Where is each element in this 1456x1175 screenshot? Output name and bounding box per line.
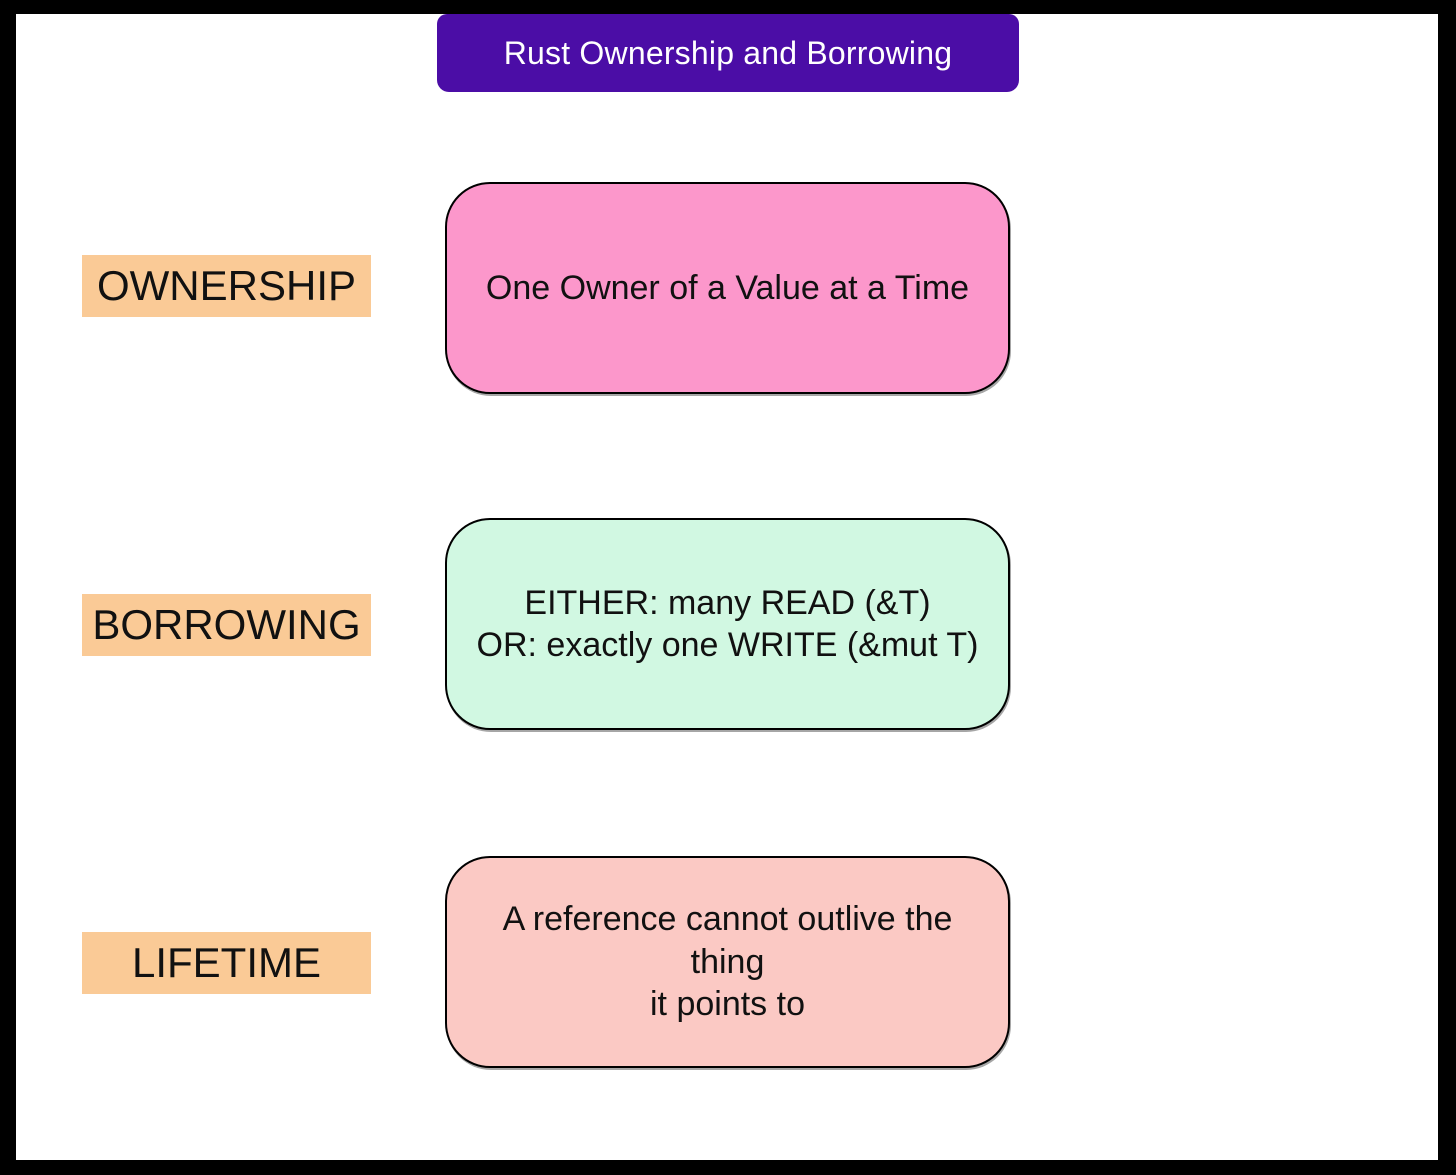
diagram-title-banner: Rust Ownership and Borrowing xyxy=(437,14,1019,92)
box-ownership: One Owner of a Value at a Time xyxy=(445,182,1010,394)
label-lifetime: LIFETIME xyxy=(82,932,371,994)
label-borrowing-text: BORROWING xyxy=(92,601,361,648)
label-ownership-text: OWNERSHIP xyxy=(96,262,356,309)
box-lifetime: A reference cannot outlive the thing it … xyxy=(445,856,1010,1068)
box-lifetime-text: A reference cannot outlive the thing it … xyxy=(502,900,953,1024)
label-lifetime-text: LIFETIME xyxy=(131,939,322,986)
label-borrowing: BORROWING xyxy=(82,594,371,656)
diagram-canvas: Rust Ownership and Borrowing OWNERSHIP O… xyxy=(16,14,1438,1160)
box-borrowing-text: EITHER: many READ (&T) OR: exactly one W… xyxy=(476,583,979,665)
diagram-title-text: Rust Ownership and Borrowing xyxy=(503,34,953,71)
box-ownership-text: One Owner of a Value at a Time xyxy=(485,268,970,307)
box-borrowing: EITHER: many READ (&T) OR: exactly one W… xyxy=(445,518,1010,730)
label-ownership: OWNERSHIP xyxy=(82,255,371,317)
